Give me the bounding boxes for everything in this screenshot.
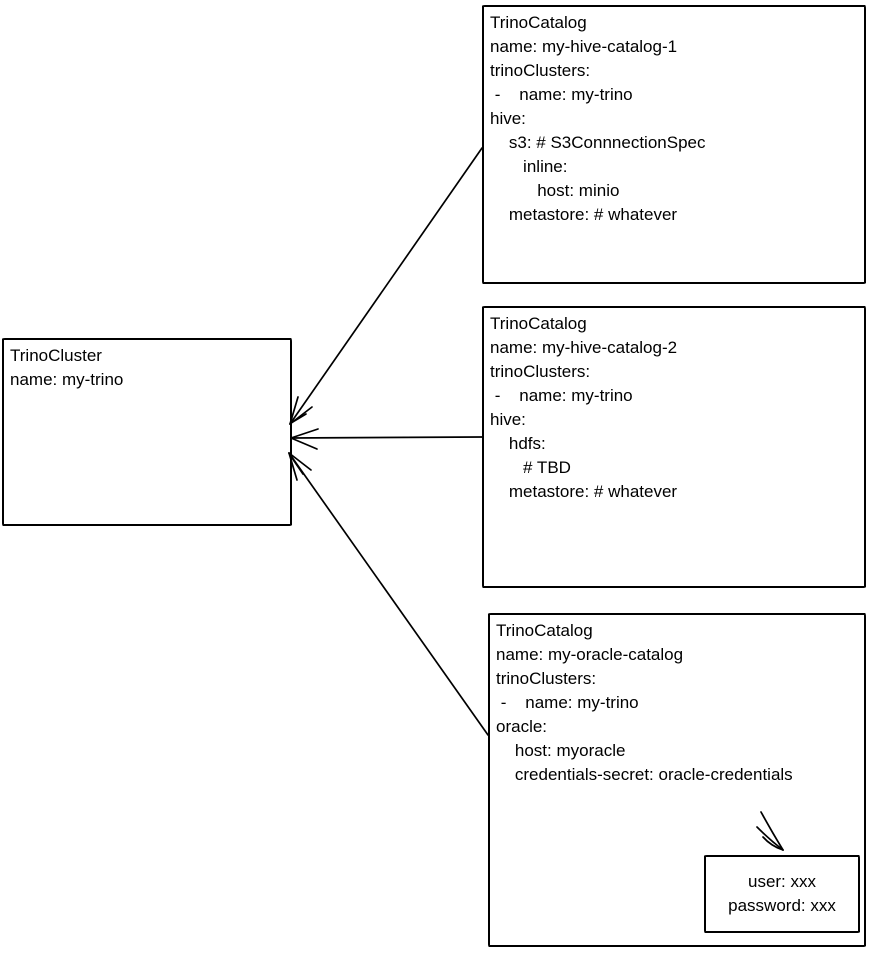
trino-cluster-node: TrinoCluster name: my-trino (2, 338, 292, 526)
connector-catalog2-to-cluster (290, 428, 483, 450)
trino-catalog-oracle-yaml-text: TrinoCatalog name: my-oracle-catalog tri… (496, 621, 793, 784)
connector-catalog1-to-cluster (289, 147, 483, 425)
credentials-secret-text: user: xxx password: xxx (728, 872, 836, 915)
arrowhead-wing (290, 428, 319, 439)
connector-catalog3-to-cluster (288, 452, 489, 736)
trino-catalog-hive2-yaml-text: TrinoCatalog name: my-hive-catalog-2 tri… (490, 314, 678, 501)
trino-catalog-hive1-yaml-text: TrinoCatalog name: my-hive-catalog-1 tri… (490, 13, 706, 224)
trino-cluster-yaml-text: TrinoCluster name: my-trino (10, 346, 124, 389)
arrowhead-wing (288, 452, 312, 471)
arrowhead-sketch-stroke (290, 413, 307, 424)
credentials-secret-node: user: xxx password: xxx (704, 855, 860, 933)
trino-catalog-hive2-node: TrinoCatalog name: my-hive-catalog-2 tri… (482, 306, 866, 588)
arrowhead-wing (290, 437, 318, 450)
trino-catalog-oracle-node: TrinoCatalog name: my-oracle-catalog tri… (488, 613, 866, 947)
trino-catalog-hive1-node: TrinoCatalog name: my-hive-catalog-1 tri… (482, 5, 866, 284)
arrowhead-wing (289, 406, 313, 425)
